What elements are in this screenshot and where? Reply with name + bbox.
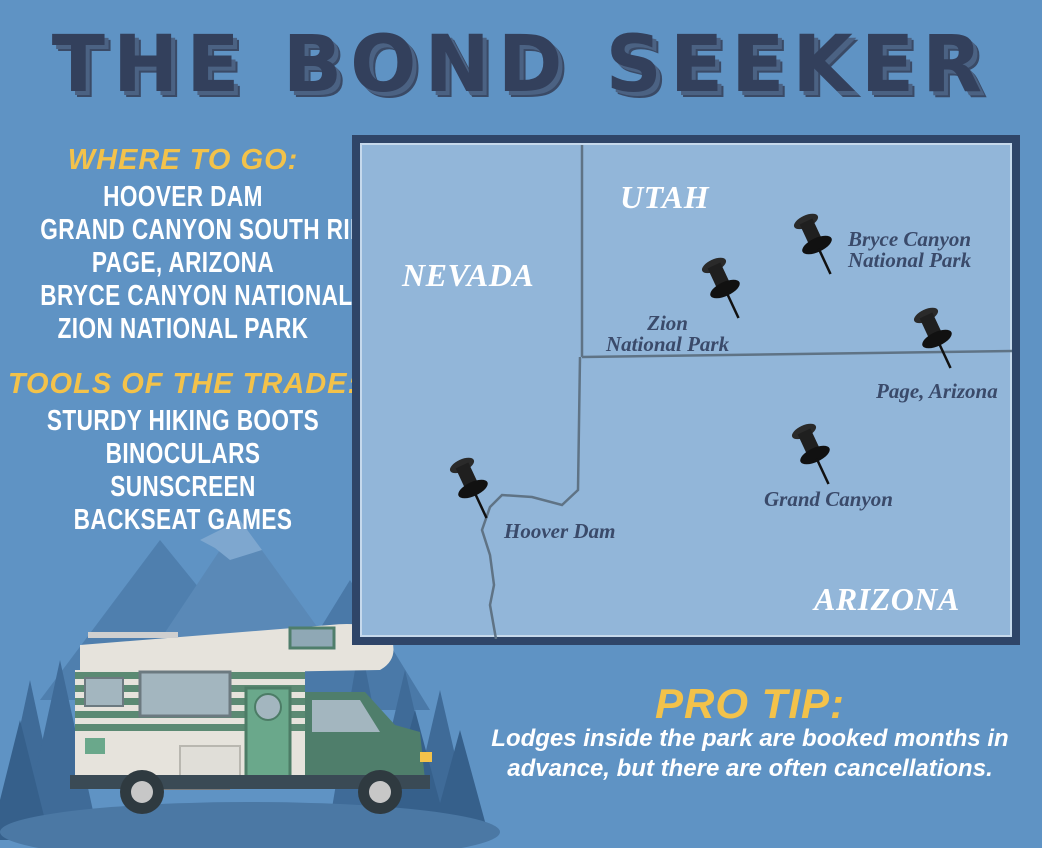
place-label-page: Page, Arizona [876,379,998,403]
pro-tip-text: Lodges inside the park are booked months… [491,725,1009,782]
place-label-grand-canyon: Grand Canyon [764,487,893,511]
place-label-bryce: Bryce Canyon National Park [848,229,971,271]
list-item: BACKSEAT GAMES [73,504,293,536]
place-label-line: Bryce Canyon [848,227,972,251]
tools-list: STURDY HIKING BOOTS BINOCULARS SUNSCREEN… [0,405,366,537]
place-label-line: Zion [647,311,688,335]
map-area: UTAH NEVADA ARIZONA Bryce Canyon Nationa… [360,143,1013,639]
pushpin-icon [793,213,832,275]
list-item: SUNSCREEN [110,471,256,503]
pushpin-icon [791,423,830,485]
list-item: BRYCE CANYON NATIONAL PARK [40,280,423,312]
list-item: BINOCULARS [105,438,261,470]
place-label-hoover: Hoover Dam [504,519,616,543]
pro-tip-heading: PRO TIP: [654,680,845,727]
state-label-utah: UTAH [620,179,710,215]
rv-scene-illustration [0,520,500,848]
pushpin-icon [913,307,952,369]
page-title: THE BOND SEEKER [51,20,991,110]
map: UTAH NEVADA ARIZONA Bryce Canyon Nationa… [352,135,1020,645]
pushpin-icon [449,457,488,519]
list-item: PAGE, ARIZONA [91,247,275,279]
tools-heading: TOOLS OF THE TRADE: [7,368,359,400]
place-label-line: National Park [606,332,730,356]
where-to-go-heading: WHERE TO GO: [67,144,299,176]
place-label-zion: Zion National Park [606,313,729,355]
list-item: STURDY HIKING BOOTS [46,405,320,437]
list-item: GRAND CANYON SOUTH RIM [40,214,370,246]
state-borders [480,145,1013,639]
pushpin-icon [701,257,740,319]
state-label-arizona: ARIZONA [814,581,960,617]
rv-camper-illustration [70,624,432,814]
where-to-go-list: HOOVER DAM GRAND CANYON SOUTH RIM PAGE, … [0,181,423,346]
left-column: WHERE TO GO: HOOVER DAM GRAND CANYON SOU… [0,140,423,537]
list-item: HOOVER DAM [103,181,263,213]
state-label-nevada: NEVADA [402,257,535,293]
list-item: ZION NATIONAL PARK [57,313,309,345]
place-label-line: National Park [848,248,972,272]
